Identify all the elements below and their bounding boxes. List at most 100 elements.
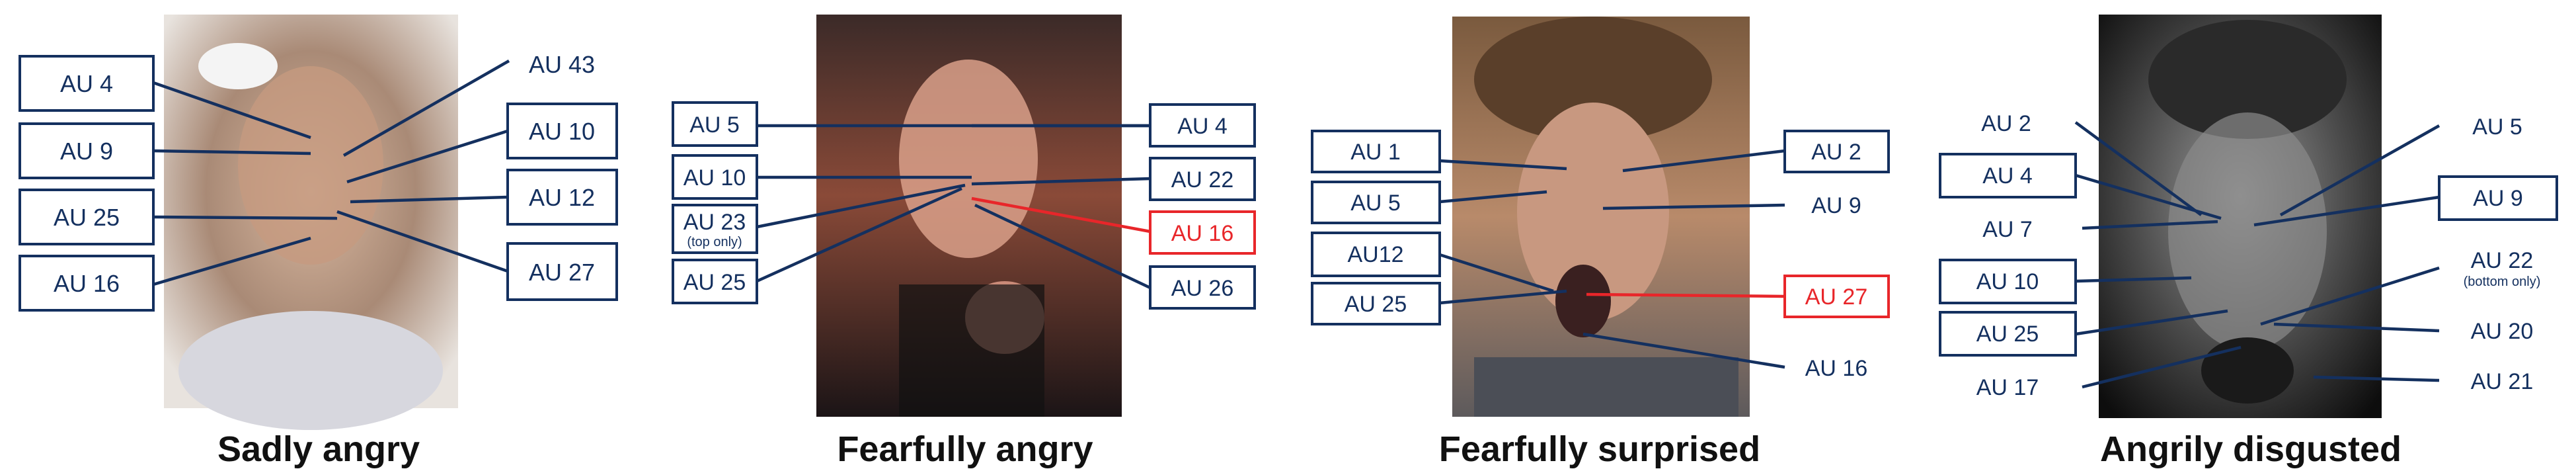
- leader-au-25-b: [756, 187, 962, 283]
- panel-fearfully-surprised: AU 1 AU 5 AU12 AU 25 AU 2 AU 9 AU 27 AU …: [1311, 17, 1890, 469]
- leader-au-4-d: [2075, 173, 2222, 220]
- leader-au-23: [756, 183, 966, 229]
- svg-text:AU 25: AU 25: [1976, 322, 2039, 347]
- caption-sadly-angry: Sadly angry: [217, 429, 420, 469]
- svg-text:AU 27: AU 27: [529, 259, 595, 286]
- leader-au12: [1439, 253, 1554, 293]
- au-label-au-16: AU 16: [1805, 356, 1868, 381]
- au-label-au-25: AU 25: [1939, 311, 2077, 357]
- svg-text:AU 4: AU 4: [1177, 114, 1228, 139]
- panel-angrily-disgusted: AU 2 AU 4 AU 7 AU 10 AU 25 AU 17 AU 5 AU…: [1939, 15, 2558, 469]
- svg-text:AU 9: AU 9: [60, 138, 113, 165]
- caption-angrily-disgusted: Angrily disgusted: [2100, 429, 2401, 469]
- au-label-au-21: AU 21: [2471, 369, 2534, 394]
- au-label-au-4: AU 4: [19, 55, 155, 112]
- svg-text:AU 10: AU 10: [529, 118, 595, 145]
- au-label-au-25: AU 25: [672, 259, 758, 304]
- au-label-au-17: AU 17: [1976, 375, 2039, 400]
- leader-au-16-c: [1582, 332, 1785, 369]
- photo-fearfully-angry: [816, 15, 1122, 417]
- au-label-au-5: AU 5: [1311, 181, 1441, 224]
- au-label-au-7: AU 7: [1982, 217, 2033, 242]
- leader-au-10-d: [2075, 276, 2192, 283]
- au-label-au-9: AU 9: [1811, 193, 1861, 218]
- panel-sadly-angry: AU 4 AU 9 AU 25 AU 16 AU 43 AU 10 AU 12 …: [19, 15, 618, 469]
- au-label-au-16: AU 16: [19, 255, 155, 312]
- leader-au-7: [2082, 220, 2218, 230]
- svg-text:AU 12: AU 12: [529, 184, 595, 211]
- svg-text:AU 4: AU 4: [1982, 163, 2033, 189]
- leader-au-9-c: [1602, 203, 1785, 210]
- au-label-au-10: AU 10: [1939, 259, 2077, 304]
- leader-au-25-d: [2075, 309, 2228, 336]
- au-label-au-23: AU 23 (top only): [672, 204, 758, 254]
- svg-text:AU 22: AU 22: [2471, 248, 2534, 273]
- leader-au-22-d: [2260, 266, 2440, 326]
- leader-au-4: [153, 81, 311, 140]
- au-label-au-10: AU 10: [506, 103, 618, 159]
- leader-au-43: [342, 60, 510, 157]
- caption-fearfully-surprised: Fearfully surprised: [1439, 429, 1760, 469]
- au-label-au-1: AU 1: [1311, 130, 1441, 173]
- leader-au-2: [1622, 149, 1785, 173]
- leader-au-1: [1439, 159, 1567, 171]
- au-label-au-27-highlighted: AU 27: [1783, 275, 1890, 318]
- leader-au-9-d: [2253, 195, 2440, 227]
- au-label-au-25: AU 25: [1311, 282, 1441, 325]
- svg-text:AU 27: AU 27: [1805, 284, 1868, 310]
- leader-au-12: [350, 195, 508, 204]
- au-label-au-16-highlighted: AU 16: [1149, 210, 1256, 255]
- svg-text:AU 25: AU 25: [54, 204, 120, 231]
- svg-text:AU 4: AU 4: [60, 70, 113, 97]
- au-label-au-20: AU 20: [2471, 319, 2534, 344]
- au-label-au-12: AU 12: [506, 169, 618, 226]
- au-label-au-43: AU 43: [529, 51, 595, 78]
- au-label-au-2: AU 2: [1783, 130, 1890, 173]
- leader-au-25: [153, 215, 338, 220]
- au-label-au-22: AU 22: [1149, 157, 1256, 201]
- leader-au-20: [2273, 322, 2440, 333]
- svg-text:AU 5: AU 5: [689, 112, 740, 138]
- svg-text:AU 10: AU 10: [683, 165, 746, 191]
- leader-au-27: [336, 210, 508, 273]
- svg-text:AU 23: AU 23: [683, 210, 746, 235]
- photo-angrily-disgusted: [2099, 15, 2382, 418]
- svg-text:AU 25: AU 25: [683, 270, 746, 295]
- leader-au-22: [971, 177, 1151, 186]
- au-label-au-25: AU 25: [19, 189, 155, 245]
- svg-text:AU 25: AU 25: [1345, 292, 1407, 317]
- panel-fearfully-angry: AU 5 AU 10 AU 23 (top only) AU 25 AU 4 A…: [672, 15, 1256, 469]
- photo-fearfully-surprised: [1452, 17, 1750, 417]
- leader-au-27-c: [1586, 292, 1785, 298]
- au-label-au-22: AU 22 (bottom only): [2464, 248, 2541, 289]
- au-label-au-9: AU 9: [19, 122, 155, 179]
- svg-text:AU 26: AU 26: [1171, 276, 1234, 301]
- svg-text:AU 16: AU 16: [54, 270, 120, 297]
- svg-text:AU12: AU12: [1347, 242, 1403, 267]
- leader-au-25-c: [1439, 289, 1567, 305]
- au-label-au-10: AU 10: [672, 154, 758, 200]
- au-label-au12: AU12: [1311, 232, 1441, 277]
- svg-text:(bottom only): (bottom only): [2464, 275, 2541, 289]
- au-label-au-9: AU 9: [2438, 175, 2558, 221]
- svg-text:AU 22: AU 22: [1171, 167, 1234, 193]
- leader-au-17: [2082, 345, 2242, 389]
- au-label-au-27: AU 27: [506, 242, 618, 301]
- au-label-au-5: AU 5: [672, 101, 758, 147]
- leader-au-5-d: [2279, 124, 2440, 216]
- caption-fearfully-angry: Fearfully angry: [837, 429, 1093, 469]
- leader-au-10: [346, 129, 508, 184]
- svg-text:(top only): (top only): [687, 235, 742, 249]
- leader-au-9: [153, 149, 311, 155]
- leader-au-16-b: [971, 196, 1151, 234]
- leader-au-16: [153, 236, 311, 286]
- leader-au-2-d: [2074, 121, 2203, 216]
- leader-au-5-c: [1439, 190, 1547, 204]
- au-label-au-4: AU 4: [1939, 153, 2077, 198]
- photo-sadly-angry: [164, 15, 458, 430]
- svg-text:AU 16: AU 16: [1171, 221, 1234, 246]
- au-label-au-5: AU 5: [2472, 114, 2522, 140]
- svg-text:AU 10: AU 10: [1976, 269, 2039, 294]
- au-label-au-26: AU 26: [1149, 265, 1256, 310]
